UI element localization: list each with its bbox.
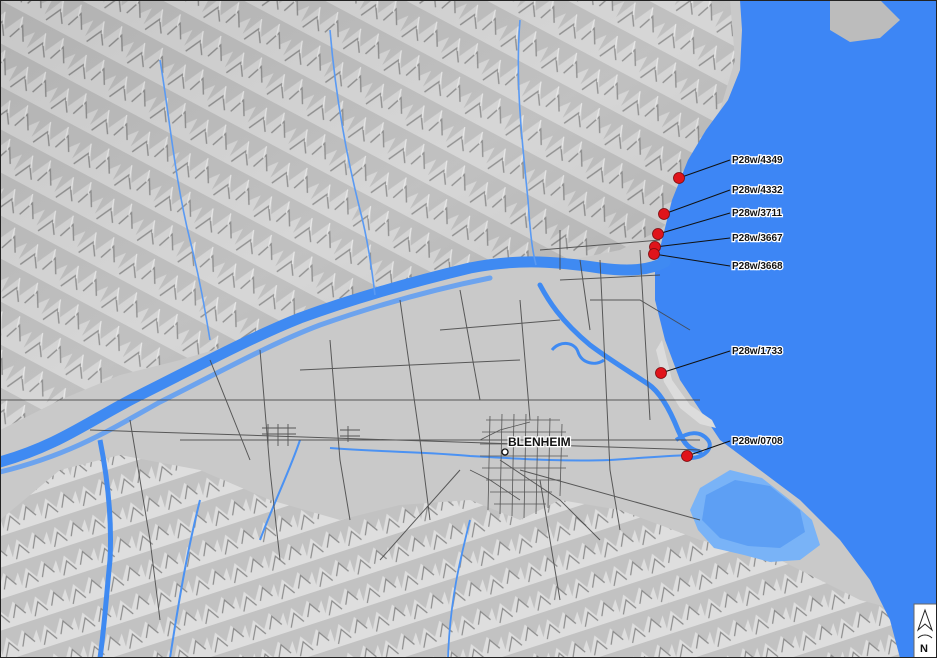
lagoon-inner — [702, 480, 805, 548]
settlement-west — [340, 426, 360, 442]
well-marker[interactable] — [681, 450, 693, 462]
well-marker[interactable] — [652, 228, 664, 240]
town-label: BLENHEIM — [508, 435, 571, 449]
stream-north-3 — [517, 19, 537, 266]
headland — [830, 0, 900, 42]
well-marker[interactable] — [673, 172, 685, 184]
town-marker — [501, 448, 509, 456]
well-label: P28w/3667 — [732, 233, 783, 244]
well-label: P28w/3711 — [732, 208, 782, 219]
tributary-west — [97, 439, 114, 658]
tributary-southwest — [169, 499, 201, 658]
well-label: P28w/0708 — [732, 436, 783, 447]
well-marker[interactable] — [648, 248, 660, 260]
well-marker[interactable] — [658, 208, 670, 220]
well-label: P28w/1733 — [732, 346, 783, 357]
river-meander — [550, 342, 605, 365]
north-arrow: N — [913, 603, 937, 658]
southern-hills — [0, 455, 937, 658]
well-markers — [648, 172, 693, 462]
tributary-south — [447, 519, 471, 658]
well-labels: P28w/4349 P28w/4332 P28w/3711 P28w/3667 … — [731, 154, 785, 449]
well-marker[interactable] — [655, 367, 667, 379]
north-arrow-icon — [916, 608, 934, 632]
tributary-central — [259, 439, 301, 541]
road-network — [0, 230, 701, 621]
stream-north-1 — [159, 59, 211, 341]
north-label: N — [920, 643, 928, 655]
blenheim-urban-area — [469, 413, 570, 519]
well-label: P28w/3668 — [732, 261, 783, 272]
settlement-renwick — [262, 424, 296, 446]
well-label: P28w/4349 — [732, 155, 783, 166]
northern-ridge-shade — [0, 0, 735, 430]
well-label: P28w/4332 — [732, 185, 783, 196]
stream-opawa — [329, 447, 691, 462]
main-river-braid — [0, 275, 493, 475]
sea — [655, 0, 937, 658]
river-estuary — [674, 431, 712, 460]
southern-hills-west — [0, 500, 240, 658]
stream-north-2 — [329, 29, 376, 296]
well-leader-lines — [653, 159, 731, 457]
spit — [656, 340, 716, 428]
